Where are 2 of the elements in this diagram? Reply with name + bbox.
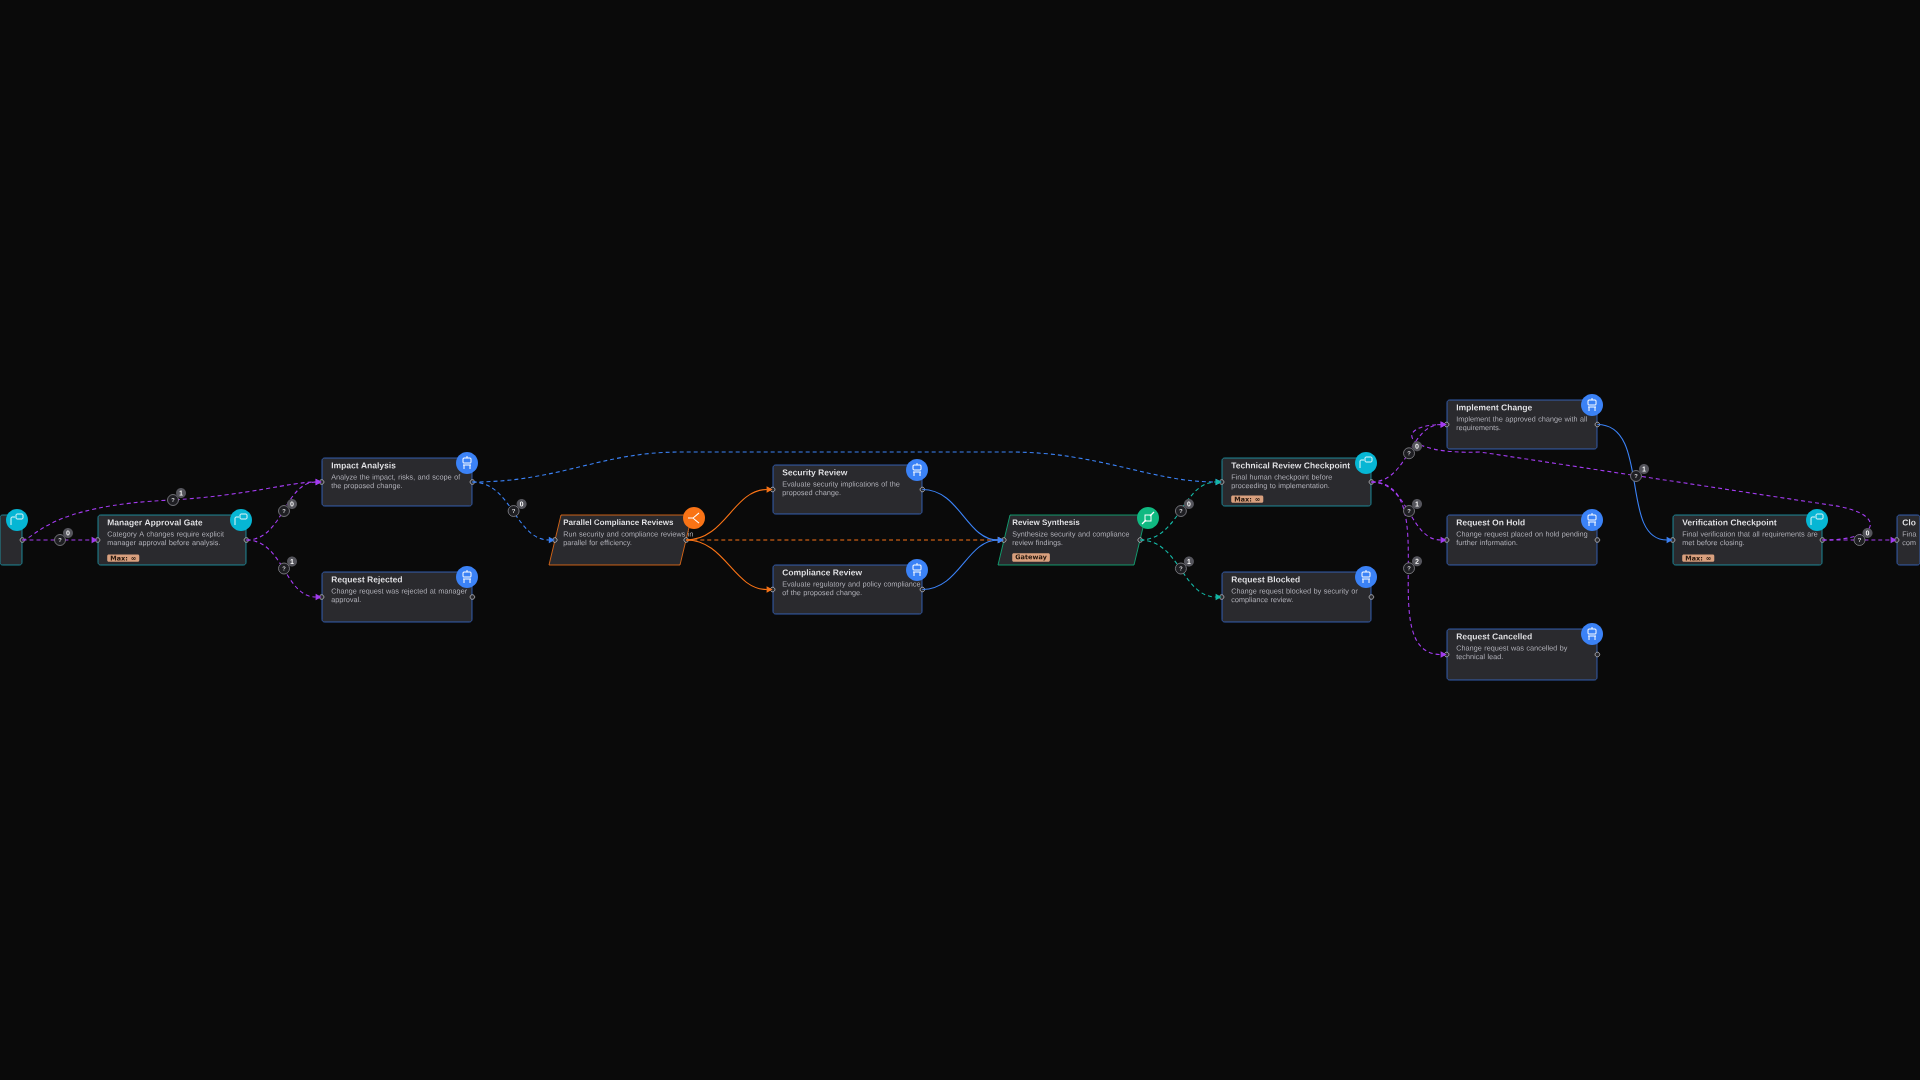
arrow [921, 536, 1004, 591]
arrow [1411, 421, 1871, 541]
